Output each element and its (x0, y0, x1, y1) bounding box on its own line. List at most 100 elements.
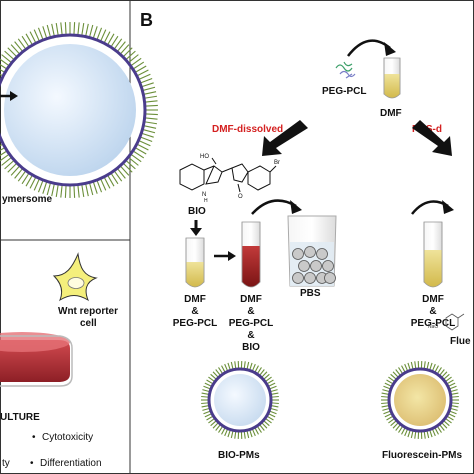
lipid-tail (414, 361, 417, 369)
fluorescein-pms-label: Fluorescein-PMs (382, 450, 462, 461)
lipid-tail (64, 185, 67, 198)
lipid-tail (432, 363, 436, 371)
culture-label: ULTURE (0, 412, 40, 423)
lipid-tail (139, 140, 151, 147)
lipid-tail (201, 402, 209, 405)
lipid-tail (257, 367, 262, 374)
lipid-tail (4, 50, 14, 60)
wnt-reporter-label-line2: cell (80, 318, 97, 329)
bio-pms-label: BIO-PMs (218, 450, 260, 461)
lipid-tail (203, 385, 211, 390)
arrow-head-icon (290, 200, 302, 214)
nanoparticle (304, 272, 316, 284)
lipid-tail (450, 407, 458, 411)
lipid-tail (25, 175, 33, 187)
dmf-tube-top (383, 57, 401, 99)
lipid-tail (268, 413, 276, 418)
lipid-tail (383, 385, 391, 390)
lipid-tail (0, 150, 7, 157)
lipid-tail (450, 389, 458, 393)
lipid-tail (270, 389, 278, 393)
fluorescein-pms-membrane (381, 361, 459, 439)
lipid-tail (381, 402, 389, 405)
lipid-tail (81, 184, 85, 198)
lipid-tail (4, 160, 14, 170)
lipid-tail (92, 182, 98, 194)
lipid-tail (55, 22, 59, 36)
lipid-tail (85, 23, 89, 36)
lipid-tail (60, 22, 63, 35)
tube-dmf-pegpcl-1 (185, 237, 205, 288)
lipid-tail (261, 371, 268, 378)
lipid-tail (29, 31, 36, 43)
bullet-dot-1: • (32, 432, 36, 443)
branch-arrow-left-icon (262, 120, 308, 156)
lipid-tail (208, 376, 215, 382)
lipid-tail (120, 44, 130, 54)
curved-arrow-middle (251, 199, 297, 215)
nanoparticle (310, 260, 322, 272)
lipid-tail (96, 27, 103, 40)
lipid-tail (142, 82, 154, 88)
lipid-tail (269, 410, 277, 415)
lipid-tail (443, 420, 450, 427)
lipid-tail (81, 22, 85, 36)
lipid-tail (1, 54, 12, 63)
lipid-tail (137, 144, 149, 151)
lipid-tail (204, 413, 212, 418)
lipid-tail (221, 365, 226, 373)
lipid-tail (254, 365, 259, 373)
lipid-tail (423, 361, 426, 369)
lipid-tail (117, 41, 126, 52)
bullet-cytotoxicity: Cytotoxicity (42, 432, 93, 443)
bio-pms-membrane (201, 361, 279, 439)
lipid-tail (395, 424, 401, 431)
lipid-tail (268, 382, 276, 387)
lipid-tail (100, 29, 107, 41)
pbs-label: PBS (300, 288, 321, 299)
peg-pcl-polymer-icon (335, 61, 356, 79)
lipid-tail (133, 150, 145, 159)
lipid-tail (117, 168, 126, 179)
polymersome-large (0, 22, 158, 198)
lipid-tail (14, 168, 23, 179)
lipid-tail (392, 422, 399, 429)
lipid-tail (221, 427, 226, 435)
lipid-tail (144, 121, 158, 125)
lipid-tail (234, 431, 237, 439)
chem-o: O (238, 194, 243, 200)
lipid-tail (410, 361, 414, 369)
lipid-tail (0, 63, 7, 70)
lipid-tail (410, 431, 414, 439)
lipid-tail (263, 420, 270, 427)
lipid-tail (398, 426, 403, 433)
arrow-head-icon (228, 251, 236, 261)
lipid-tail (204, 382, 212, 387)
lipid-tail (429, 430, 433, 438)
branch-arrow-right-icon (412, 120, 452, 156)
lipid-tail (140, 136, 153, 143)
lipid-tail (0, 147, 5, 152)
lipid-tail (145, 100, 158, 103)
lipid-tail (271, 395, 279, 398)
lipid-tail (206, 379, 213, 385)
lipid-tail (271, 405, 279, 408)
fluorescein-label-fragment: Flue (450, 336, 471, 347)
tube-label-line: & (247, 306, 254, 317)
lipid-tail (252, 363, 256, 371)
lipid-tail (404, 429, 408, 437)
lipid-tail (265, 418, 272, 424)
lipid-tail (230, 431, 234, 439)
lipid-tail (114, 38, 123, 49)
lipid-tail (33, 179, 40, 191)
lipid-tail (395, 369, 401, 376)
nanoparticle (292, 248, 304, 260)
lipid-tail (145, 113, 158, 116)
lipid-tail (144, 125, 157, 129)
lipid-tail (144, 95, 158, 99)
lipid-tail (42, 26, 48, 38)
lipid-tail (46, 183, 51, 196)
lipid-tail (243, 431, 246, 439)
lipid-tail (46, 24, 51, 37)
